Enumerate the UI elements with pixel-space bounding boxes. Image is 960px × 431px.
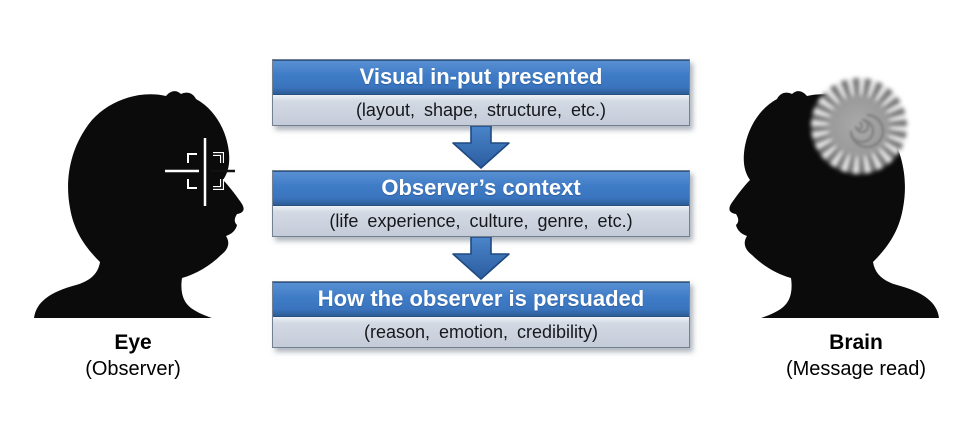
spiral-brain-icon xyxy=(811,78,907,174)
observer-head-figure xyxy=(28,50,253,318)
brain-caption-subtitle: (Message read) xyxy=(785,358,927,380)
observer-caption-subtitle: (Observer) xyxy=(85,358,181,380)
flow-column: Visual in-put presented (layout, shape, … xyxy=(272,59,690,348)
brain-caption: Brain (Message read) xyxy=(751,329,960,382)
down-arrow-icon xyxy=(452,126,510,169)
step-heading: Observer’s context xyxy=(273,171,689,206)
brain-caption-title: Brain xyxy=(829,331,883,354)
flow-step-persuasion: How the observer is persuaded (reason, e… xyxy=(272,281,690,348)
step-detail: (reason, emotion, credibility) xyxy=(273,317,689,347)
step-heading: Visual in-put presented xyxy=(273,60,689,95)
step-heading: How the observer is persuaded xyxy=(273,282,689,317)
step-detail: (life experience, culture, genre, etc.) xyxy=(273,206,689,236)
observer-caption-title: Eye xyxy=(114,331,152,354)
brain-head-figure xyxy=(712,50,945,318)
flow-step-observers-context: Observer’s context (life experience, cul… xyxy=(272,170,690,237)
step-detail: (layout, shape, structure, etc.) xyxy=(273,95,689,125)
crosshair-target-icon xyxy=(165,138,235,206)
spiral-glyph-icon xyxy=(849,113,885,149)
observer-caption: Eye (Observer) xyxy=(28,329,238,382)
down-arrow-icon xyxy=(452,237,510,280)
head-silhouette-left-icon xyxy=(34,91,244,318)
flow-step-visual-input: Visual in-put presented (layout, shape, … xyxy=(272,59,690,126)
